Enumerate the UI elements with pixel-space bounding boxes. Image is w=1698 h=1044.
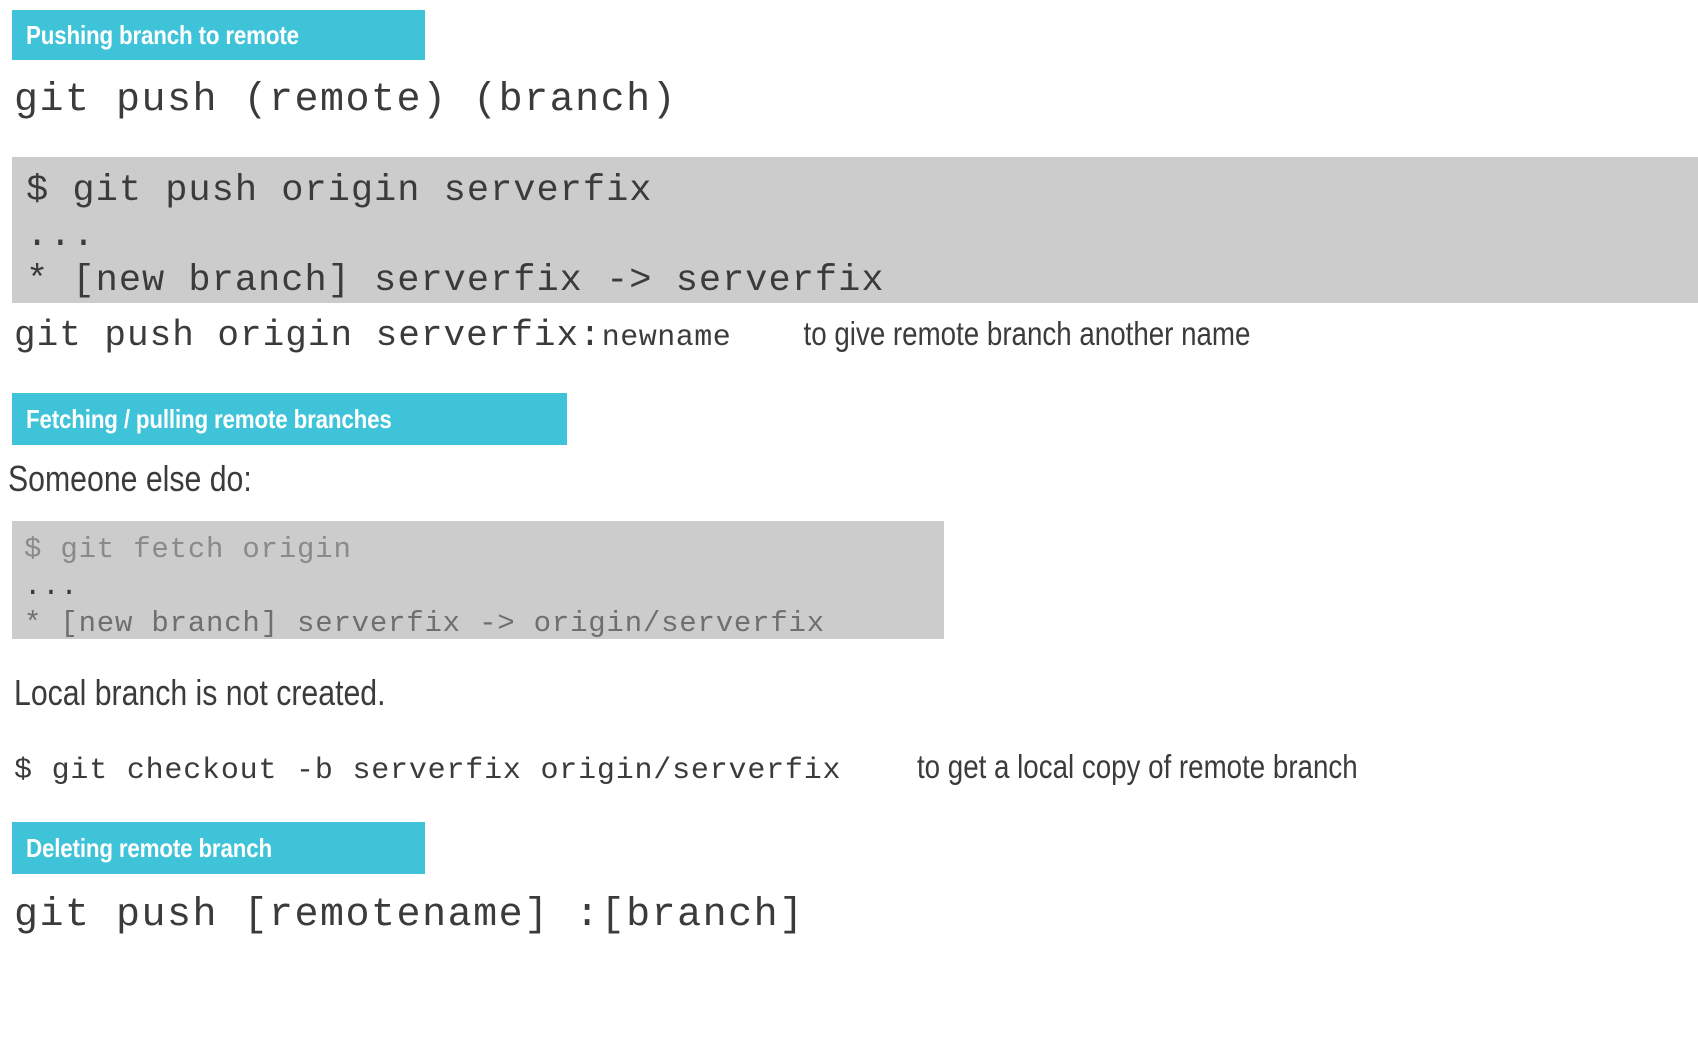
terminal-line: $ git fetch origin xyxy=(24,533,352,566)
section-header-label: Pushing branch to remote xyxy=(26,19,299,50)
terminal-block-push: $ git push origin serverfix ... * [new b… xyxy=(12,157,1698,303)
fetch-outcome-text: Local branch is not created. xyxy=(14,672,386,713)
terminal-line: ... xyxy=(24,570,79,603)
fetch-checkout-row: $ git checkout -b serverfix origin/serve… xyxy=(14,748,1400,788)
terminal-line: ... xyxy=(26,215,96,257)
fetch-intro-text: Someone else do: xyxy=(8,458,252,499)
push-rename-command-suffix: newname xyxy=(601,321,732,355)
delete-syntax-command: git push [remotename] :[branch] xyxy=(14,893,805,938)
push-rename-note: to give remote branch another name xyxy=(803,315,1251,352)
section-header-label: Fetching / pulling remote branches xyxy=(26,403,392,434)
section-header-pushing-branch-to-remote: Pushing branch to remote xyxy=(12,10,425,60)
push-rename-command: git push origin serverfix:newname xyxy=(14,315,731,356)
fetch-checkout-note: to get a local copy of remote branch xyxy=(917,748,1359,785)
section-header-label: Deleting remote branch xyxy=(26,832,272,863)
terminal-line: * [new branch] serverfix -> serverfix xyxy=(26,260,885,302)
section-header-fetching-pulling-remote-branches: Fetching / pulling remote branches xyxy=(12,393,567,445)
section-header-deleting-remote-branch: Deleting remote branch xyxy=(12,822,425,874)
push-rename-row: git push origin serverfix:newname to giv… xyxy=(14,315,1293,356)
push-rename-command-prefix: git push origin serverfix: xyxy=(14,315,602,356)
terminal-block-fetch: $ git fetch origin ... * [new branch] se… xyxy=(12,521,944,640)
terminal-line: * [new branch] serverfix -> origin/serve… xyxy=(24,607,825,640)
terminal-line: $ git push origin serverfix xyxy=(26,170,653,212)
fetch-checkout-command: $ git checkout -b serverfix origin/serve… xyxy=(14,754,842,788)
push-syntax-command: git push (remote) (branch) xyxy=(14,78,678,123)
